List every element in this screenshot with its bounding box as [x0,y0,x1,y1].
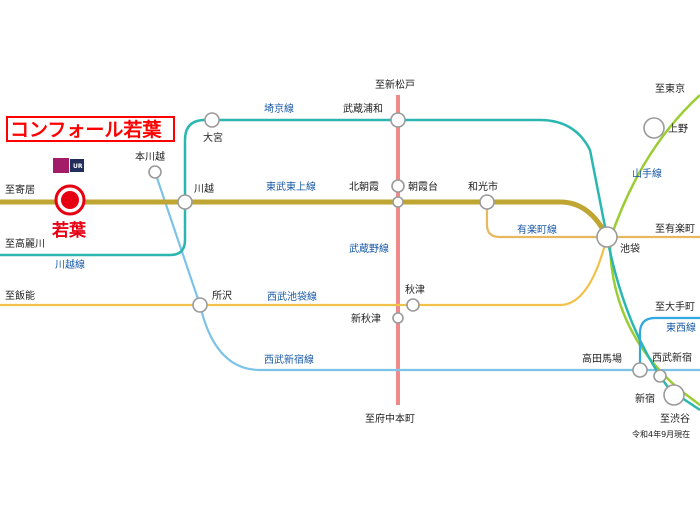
target-station: コンフォール若葉 UR 若葉 [6,116,175,241]
label-motokawagoe: 本川越 [135,150,165,163]
label-tozai: 東西線 [666,321,696,334]
label-seibu-shinjuku-line: 西武新宿線 [264,353,314,366]
label-wakoshi: 和光市 [468,180,498,193]
label-seibu-ikebukuro: 西武池袋線 [267,290,317,303]
node-motokawagoe[interactable] [148,165,162,179]
node-omiya[interactable] [204,112,220,128]
node-takadanobaba[interactable] [632,362,648,378]
dest-fuchu-hommachi: 至府中本町 [365,412,415,425]
node-tokorozawa[interactable] [192,297,208,313]
dest-yurakucho: 至有楽町 [655,222,695,235]
seibu-shinjuku-line-track [153,171,700,372]
label-ueno: 上野 [668,123,688,135]
label-kawagoe: 川越 [194,182,214,195]
station-nodes [148,112,685,406]
label-musashi-urawa: 武蔵浦和 [343,102,383,115]
dest-otemachi: 至大手町 [655,300,695,313]
label-yurakucho: 有楽町線 [517,223,557,236]
label-takadanobaba: 高田馬場 [582,352,622,365]
date-note: 令和4年9月現在 [632,429,690,439]
label-ikebukuro: 池袋 [620,242,640,255]
target-node-inner [61,191,79,209]
label-seibu-shinjuku: 西武新宿 [652,351,692,364]
node-shinjuku[interactable] [663,384,685,406]
node-shin-akitsu[interactable] [392,312,404,324]
label-kawagoe-line: 川越線 [55,258,85,271]
label-tobu-tojo: 東武東上線 [266,180,316,193]
node-kita-asaka[interactable] [391,179,405,193]
seibu-ikebukuro-line-track [0,236,609,307]
ur-logo-text: UR [73,163,83,170]
node-ikebukuro[interactable] [596,226,618,248]
ur-logo [53,158,69,173]
destination-labels: 至寄居 至高麗川 至飯能 至新松戸 至府中本町 至東京 至有楽町 至大手町 至渋… [5,78,695,425]
label-asakadai: 朝霞台 [408,180,438,193]
label-saikyo: 埼京線 [264,102,294,115]
line-labels: 東武東上線 川越線 埼京線 武蔵野線 有楽町線 西武池袋線 西武新宿線 山手線 … [55,102,696,366]
node-kawagoe[interactable] [177,194,193,210]
yurakucho-line-track [485,203,700,239]
label-tokorozawa: 所沢 [212,289,232,302]
tozai-line-track [638,316,700,370]
dest-hanno: 至飯能 [5,289,35,302]
label-kita-asaka: 北朝霞 [349,181,379,193]
node-akitsu[interactable] [406,298,420,312]
target-station-name: 若葉 [51,220,87,241]
label-shinjuku: 新宿 [635,392,655,405]
label-shin-akitsu: 新秋津 [351,312,381,325]
label-akitsu: 秋津 [405,283,425,296]
ur-logo-bar [70,159,84,172]
callout-box [6,116,175,142]
dest-komagawa: 至高麗川 [5,237,45,250]
label-musashino: 武蔵野線 [349,242,389,255]
node-musashi-urawa[interactable] [390,112,406,128]
node-wakoshi[interactable] [479,194,495,210]
dest-shinmatsudo: 至新松戸 [375,78,415,91]
dest-yorii: 至寄居 [5,183,35,196]
station-labels: 本川越 川越 大宮 所沢 武蔵浦和 北朝霞 朝霞台 和光市 秋津 新秋津 池袋 … [135,102,692,405]
dest-shibuya: 至渋谷 [660,412,690,425]
saikyo-south-track [605,236,700,412]
node-seibu-shinjuku[interactable] [653,369,667,383]
callout-label: コンフォール若葉 [10,118,162,141]
node-asakadai[interactable] [392,196,404,208]
label-yamanote: 山手線 [632,167,662,180]
node-ueno[interactable] [643,117,665,139]
kawagoe-line-track [0,118,609,257]
label-omiya: 大宮 [203,131,223,144]
tobu-tojo-line-track [0,199,610,239]
dest-tokyo: 至東京 [655,82,685,95]
